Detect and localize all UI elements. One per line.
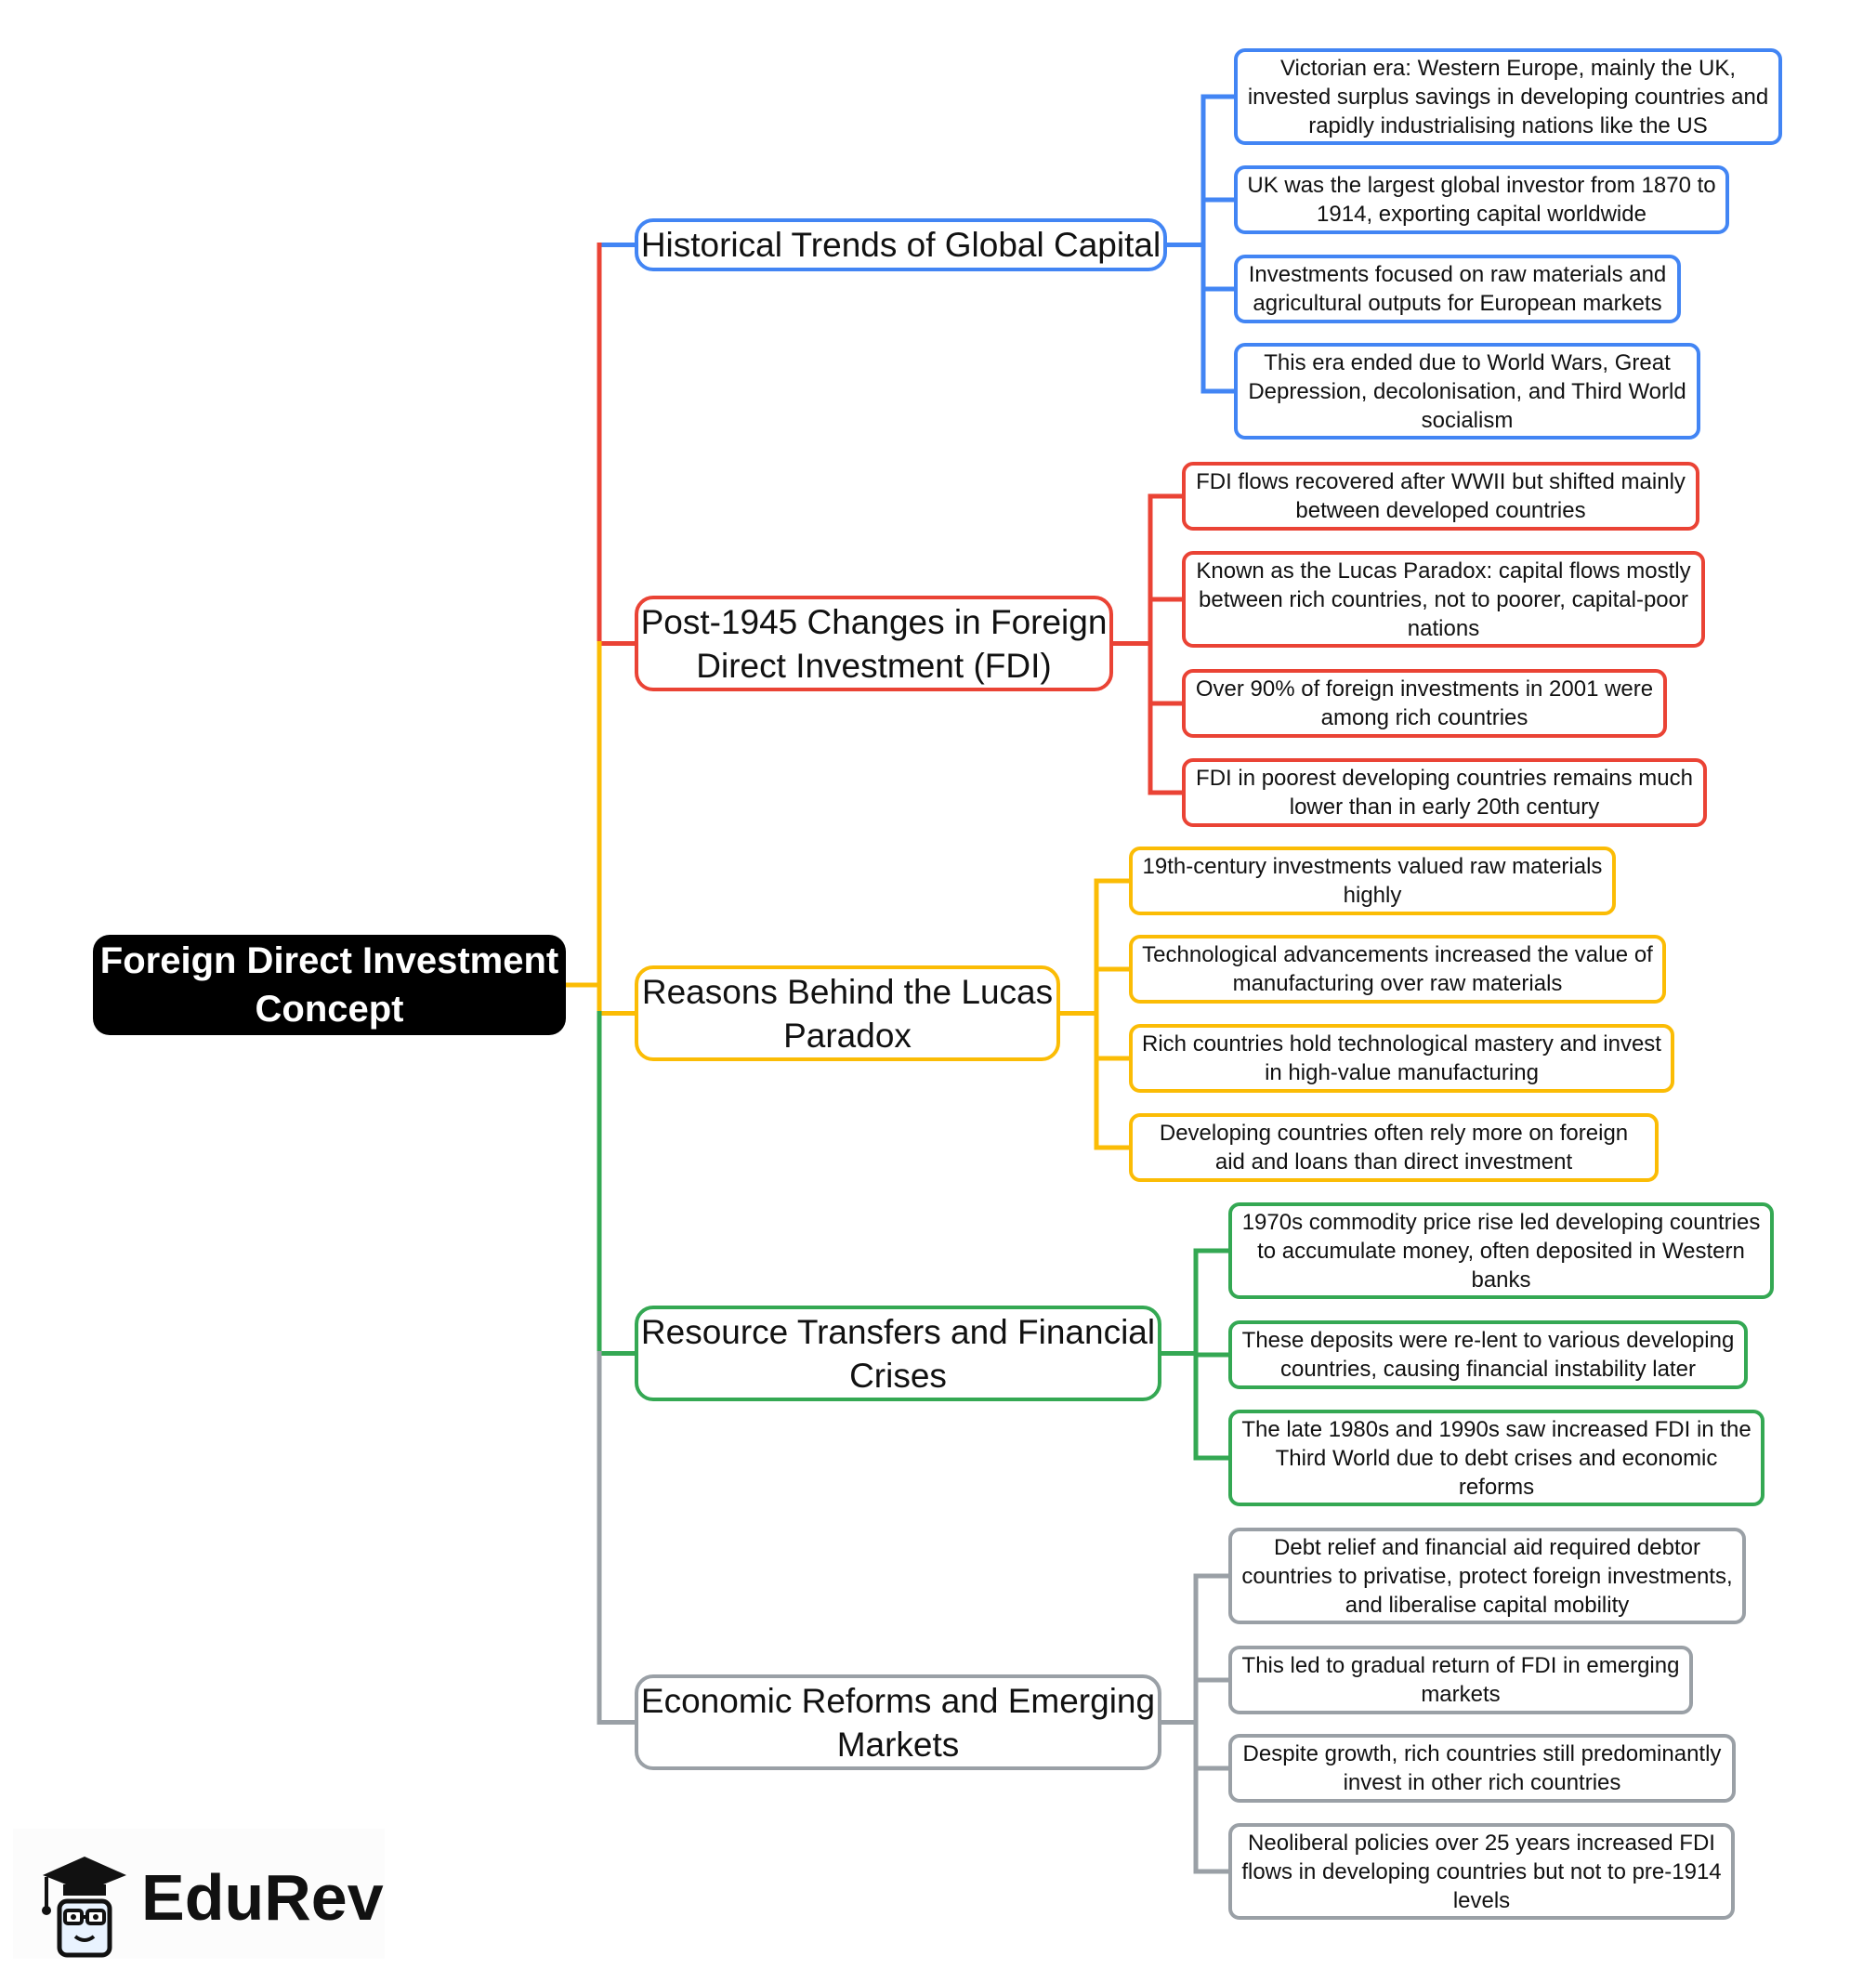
leaf-text: Debt relief and financial aid required d… — [1241, 1534, 1733, 1618]
leaf-node[interactable]: FDI flows recovered after WWII but shift… — [1182, 462, 1699, 531]
leaf-text: Rich countries hold technological master… — [1142, 1031, 1661, 1085]
leaf-text: 19th-century investments valued raw mate… — [1142, 854, 1603, 908]
brand-logo: EduRev — [13, 1829, 385, 1959]
leaf-node[interactable]: Known as the Lucas Paradox: capital flow… — [1182, 551, 1705, 648]
branch-node-post-1945-fdi[interactable]: Post-1945 Changes in Foreign Direct Inve… — [635, 596, 1113, 691]
branch-label: Reasons Behind the Lucas Paradox — [641, 972, 1054, 1055]
leaf-text: UK was the largest global investor from … — [1247, 173, 1716, 227]
leaf-text: Developing countries often rely more on … — [1159, 1121, 1629, 1175]
leaf-node[interactable]: Technological advancements increased the… — [1129, 935, 1666, 1004]
leaf-node[interactable]: Victorian era: Western Europe, mainly th… — [1234, 48, 1782, 145]
leaf-text: Despite growth, rich countries still pre… — [1242, 1741, 1722, 1795]
leaf-text: Victorian era: Western Europe, mainly th… — [1247, 55, 1769, 138]
branch-node-lucas-paradox-reasons[interactable]: Reasons Behind the Lucas Paradox — [635, 965, 1060, 1061]
leaf-text: FDI in poorest developing countries rema… — [1196, 766, 1693, 820]
branch-node-resource-transfers[interactable]: Resource Transfers and Financial Crises — [635, 1306, 1161, 1401]
leaf-text: This era ended due to World Wars, Great … — [1248, 349, 1686, 433]
branch-node-economic-reforms[interactable]: Economic Reforms and Emerging Markets — [635, 1674, 1161, 1770]
branch-label: Resource Transfers and Financial Crises — [640, 1312, 1156, 1395]
branch-label: Historical Trends of Global Capital — [640, 226, 1161, 264]
leaf-text: FDI flows recovered after WWII but shift… — [1196, 469, 1686, 523]
leaf-node[interactable]: Despite growth, rich countries still pre… — [1228, 1734, 1736, 1803]
leaf-node[interactable]: The late 1980s and 1990s saw increased F… — [1228, 1410, 1764, 1506]
leaf-node[interactable]: These deposits were re-lent to various d… — [1228, 1320, 1748, 1389]
root-node[interactable]: Foreign Direct Investment Concept — [93, 935, 566, 1035]
graduation-cap-mascot-icon — [42, 1857, 126, 1958]
leaf-node[interactable]: Developing countries often rely more on … — [1129, 1113, 1659, 1182]
leaf-node[interactable]: 1970s commodity price rise led developin… — [1228, 1202, 1774, 1299]
branch-label: Post-1945 Changes in Foreign Direct Inve… — [640, 602, 1108, 685]
leaf-text: The late 1980s and 1990s saw increased F… — [1241, 1416, 1751, 1500]
leaf-node[interactable]: FDI in poorest developing countries rema… — [1182, 758, 1707, 827]
leaf-text: This led to gradual return of FDI in eme… — [1241, 1653, 1680, 1707]
brand-name: EduRev — [141, 1861, 384, 1934]
leaf-text: These deposits were re-lent to various d… — [1241, 1328, 1735, 1382]
leaf-text: Neoliberal policies over 25 years increa… — [1241, 1830, 1722, 1913]
leaf-node[interactable]: This led to gradual return of FDI in eme… — [1228, 1646, 1693, 1714]
leaf-node[interactable]: This era ended due to World Wars, Great … — [1234, 343, 1700, 440]
leaf-node[interactable]: Neoliberal policies over 25 years increa… — [1228, 1823, 1735, 1920]
branch-node-historical-trends[interactable]: Historical Trends of Global Capital — [635, 218, 1167, 271]
leaf-text: Technological advancements increased the… — [1142, 942, 1653, 996]
leaf-node[interactable]: UK was the largest global investor from … — [1234, 165, 1729, 234]
leaf-text: Known as the Lucas Paradox: capital flow… — [1196, 558, 1691, 641]
leaf-node[interactable]: Rich countries hold technological master… — [1129, 1024, 1674, 1093]
leaf-node[interactable]: Over 90% of foreign investments in 2001 … — [1182, 669, 1667, 738]
leaf-node[interactable]: Debt relief and financial aid required d… — [1228, 1528, 1746, 1624]
leaf-text: Over 90% of foreign investments in 2001 … — [1195, 676, 1654, 730]
leaf-node[interactable]: 19th-century investments valued raw mate… — [1129, 847, 1616, 915]
root-label: Foreign Direct Investment Concept — [99, 940, 559, 1030]
branch-label: Economic Reforms and Emerging Markets — [640, 1681, 1156, 1764]
leaf-text: Investments focused on raw materials and… — [1248, 262, 1667, 316]
leaf-text: 1970s commodity price rise led developin… — [1241, 1209, 1761, 1293]
leaf-node[interactable]: Investments focused on raw materials and… — [1234, 255, 1681, 323]
